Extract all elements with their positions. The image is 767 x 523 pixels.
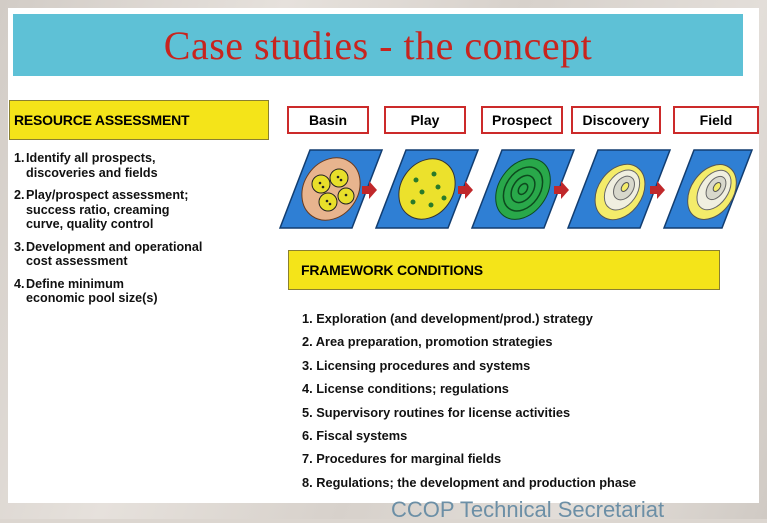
field-tile (662, 149, 754, 229)
list-item: 2.Play/prospect assessment; success rati… (14, 188, 189, 231)
list-item: 5. Supervisory routines for license acti… (302, 404, 571, 420)
arrow-icon (650, 181, 665, 199)
play-tile (374, 149, 480, 229)
list-item: 2. Area preparation, promotion strategie… (302, 334, 553, 350)
list-item: 7. Procedures for marginal fields (302, 451, 502, 467)
stage-label-field: Field (673, 106, 759, 134)
arrow-icon (362, 181, 377, 199)
list-item: 3. Licensing procedures and systems (302, 357, 531, 373)
list-item: 1.Identify all prospects, discoveries an… (14, 151, 158, 180)
framework-conditions-list: 1. Exploration (and development/prod.) s… (302, 307, 742, 494)
list-item: 3.Development and operational cost asses… (14, 239, 203, 269)
arrow-icon (458, 181, 473, 199)
arrow-icon (554, 181, 569, 199)
stage-label-play: Play (384, 106, 466, 134)
list-item: 8. Regulations; the development and prod… (302, 474, 637, 490)
list-item: 4. License conditions; regulations (302, 381, 509, 397)
framework-conditions-heading: FRAMEWORK CONDITIONS (288, 250, 720, 290)
basin-tile (278, 149, 384, 229)
resource-assessment-heading: RESOURCE ASSESSMENT (9, 100, 269, 140)
stage-label-basin: Basin (287, 106, 369, 134)
footer-text: CCOP Technical Secretariat (391, 497, 665, 522)
prospect-tile (470, 149, 576, 229)
stage-diagram (278, 149, 754, 229)
stage-label-prospect: Prospect (481, 106, 563, 134)
list-item: 6. Fiscal systems (302, 428, 408, 444)
title-bar: Case studies - the concept (13, 14, 743, 76)
stage-label-discovery: Discovery (571, 106, 661, 134)
discovery-tile (566, 149, 672, 229)
resource-assessment-list: 1.Identify all prospects, discoveries an… (14, 151, 274, 314)
list-item: 4.Define minimum economic pool size(s) (14, 276, 158, 306)
slide-title: Case studies - the concept (163, 22, 593, 68)
list-item: 1. Exploration (and development/prod.) s… (302, 311, 593, 326)
